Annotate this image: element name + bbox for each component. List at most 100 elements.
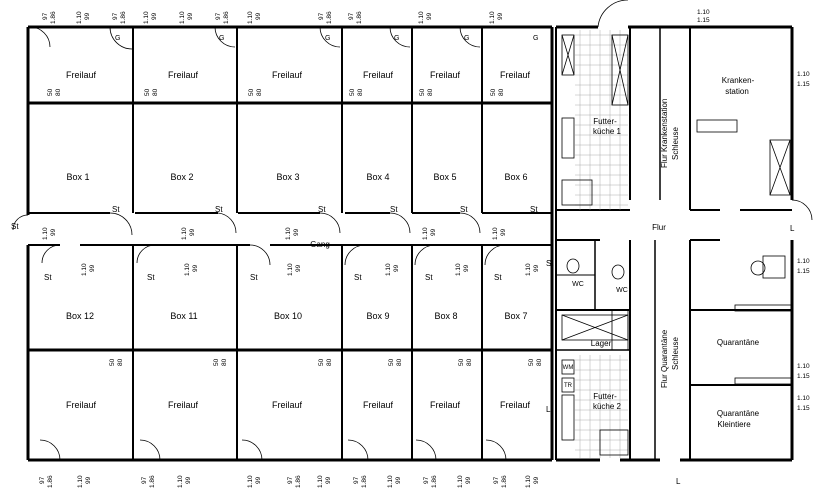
box-1-label: Box 1: [66, 172, 89, 182]
flur-krankenstation-label: Flur Krankenstation: [660, 99, 669, 168]
dim-lower: 99: [189, 228, 196, 236]
window-dim-upper: 50: [419, 88, 426, 96]
fixtures: [561, 34, 793, 456]
dim-upper: 97: [112, 12, 119, 20]
dim-lower: 1.86: [501, 475, 508, 488]
dim-lower: 99: [85, 476, 92, 484]
dim-upper: 1.10: [418, 11, 425, 24]
flur-krankenstation-schleuse-label: Schleuse: [671, 127, 680, 160]
dim-lower: 99: [187, 12, 194, 20]
krankenstation-label-line1: Kranken-: [722, 76, 755, 85]
dimension-annotations: 97 1.86 1.10 99 97 1.86 1.10 99 1.10 99 …: [39, 9, 810, 488]
l-marker: L: [676, 477, 681, 486]
dim-lower: 99: [84, 12, 91, 20]
freilauf-7-label: Freilauf: [500, 400, 531, 410]
dim-upper: 97: [318, 12, 325, 20]
dim-upper: 1.10: [285, 227, 292, 240]
dim-upper: 97: [287, 476, 294, 484]
freilauf-3-label: Freilauf: [272, 70, 303, 80]
lager-label: Lager: [591, 339, 612, 348]
box-4-label: Box 4: [366, 172, 389, 182]
outer-walls: [26, 25, 794, 462]
dim-upper: 1.10: [489, 11, 496, 24]
box-2-label: Box 2: [170, 172, 193, 182]
box-8-label: Box 8: [434, 311, 457, 321]
dim-lower: 99: [192, 264, 199, 272]
dim-lower: 1.86: [361, 475, 368, 488]
window-dim-lower: 80: [466, 358, 473, 366]
box-7-label: Box 7: [504, 311, 527, 321]
dim-upper: 97: [42, 12, 49, 20]
dim-upper: 1.10: [525, 475, 532, 488]
window-dim-lower: 1.15: [697, 17, 710, 24]
window-dim-upper: 50: [318, 358, 325, 366]
dim-lower: 1.86: [431, 475, 438, 488]
freilauf-9-label: Freilauf: [363, 400, 394, 410]
dim-upper: 1.10: [492, 227, 499, 240]
dim-upper: 1.10: [177, 475, 184, 488]
box-10-label: Box 10: [274, 311, 302, 321]
dim-lower: 99: [430, 228, 437, 236]
dim-upper: 1.10: [247, 475, 254, 488]
dim-lower: 1.86: [50, 11, 57, 24]
dim-upper: 1.10: [317, 475, 324, 488]
futterkueche-2-label-line1: Futter-: [593, 392, 617, 401]
window-dim-upper: 1.10: [797, 71, 810, 78]
window-dim-lower: 1.15: [797, 373, 810, 380]
dim-lower: 99: [151, 12, 158, 20]
futterkueche-1-label-line2: küche 1: [593, 127, 622, 136]
dim-upper: 1.10: [387, 475, 394, 488]
dim-lower: 99: [50, 228, 57, 236]
window-dim-upper: 50: [528, 358, 535, 366]
box-11-label: Box 11: [170, 311, 197, 321]
l-marker: L: [546, 405, 551, 414]
st-marker: St: [215, 205, 223, 214]
st-marker: St: [530, 205, 538, 214]
window-dim-lower: 1.15: [797, 268, 810, 275]
dim-lower: 1.86: [326, 11, 333, 24]
st-marker: St: [546, 259, 554, 268]
window-dim-lower: 80: [326, 358, 333, 366]
window-dim-lower: 80: [117, 358, 124, 366]
dim-upper: 97: [141, 476, 148, 484]
dim-upper: 1.10: [179, 11, 186, 24]
kennel-labels: Freilauf Freilauf Freilauf Freilauf Frei…: [66, 70, 531, 410]
box-3-label: Box 3: [276, 172, 299, 182]
tr-label: TR: [564, 383, 573, 389]
dim-lower: 99: [89, 264, 96, 272]
dim-upper: 1.10: [525, 263, 532, 276]
window-dim-upper: 50: [47, 88, 54, 96]
dim-upper: 1.10: [143, 11, 150, 24]
freilauf-6-label: Freilauf: [500, 70, 531, 80]
door-swings: [12, 0, 813, 461]
wc-1-label: WC: [572, 281, 584, 288]
freilauf-5-label: Freilauf: [430, 70, 461, 80]
gang-label: Gang: [310, 240, 330, 249]
st-marker: St: [425, 273, 433, 282]
quarantaene-label: Quarantäne: [717, 338, 760, 347]
window-dim-upper: 1.10: [797, 258, 810, 265]
flur-quarantaene-label: Flur Quarantäne: [660, 329, 669, 388]
dim-upper: 1.10: [385, 263, 392, 276]
quarantaene-kleintiere-label-line2: Kleintiere: [717, 420, 751, 429]
window-dim-lower: 80: [427, 88, 434, 96]
dim-upper: 97: [493, 476, 500, 484]
dim-lower: 1.86: [295, 475, 302, 488]
box-9-label: Box 9: [366, 311, 389, 321]
dim-lower: 99: [185, 476, 192, 484]
wc-2-label: WC: [616, 287, 628, 294]
st-marker: St: [112, 205, 120, 214]
dim-upper: 1.10: [42, 227, 49, 240]
g-marker: G: [464, 35, 469, 42]
dim-upper: 97: [215, 12, 222, 20]
dim-lower: 99: [255, 476, 262, 484]
dim-lower: 99: [465, 476, 472, 484]
window-dim-upper: 50: [490, 88, 497, 96]
window-dim-upper: 1.10: [797, 363, 810, 370]
dim-lower: 99: [395, 476, 402, 484]
dim-lower: 99: [255, 12, 262, 20]
st-marker: St: [147, 273, 155, 282]
dim-upper: 97: [39, 476, 46, 484]
dim-upper: 1.10: [77, 475, 84, 488]
